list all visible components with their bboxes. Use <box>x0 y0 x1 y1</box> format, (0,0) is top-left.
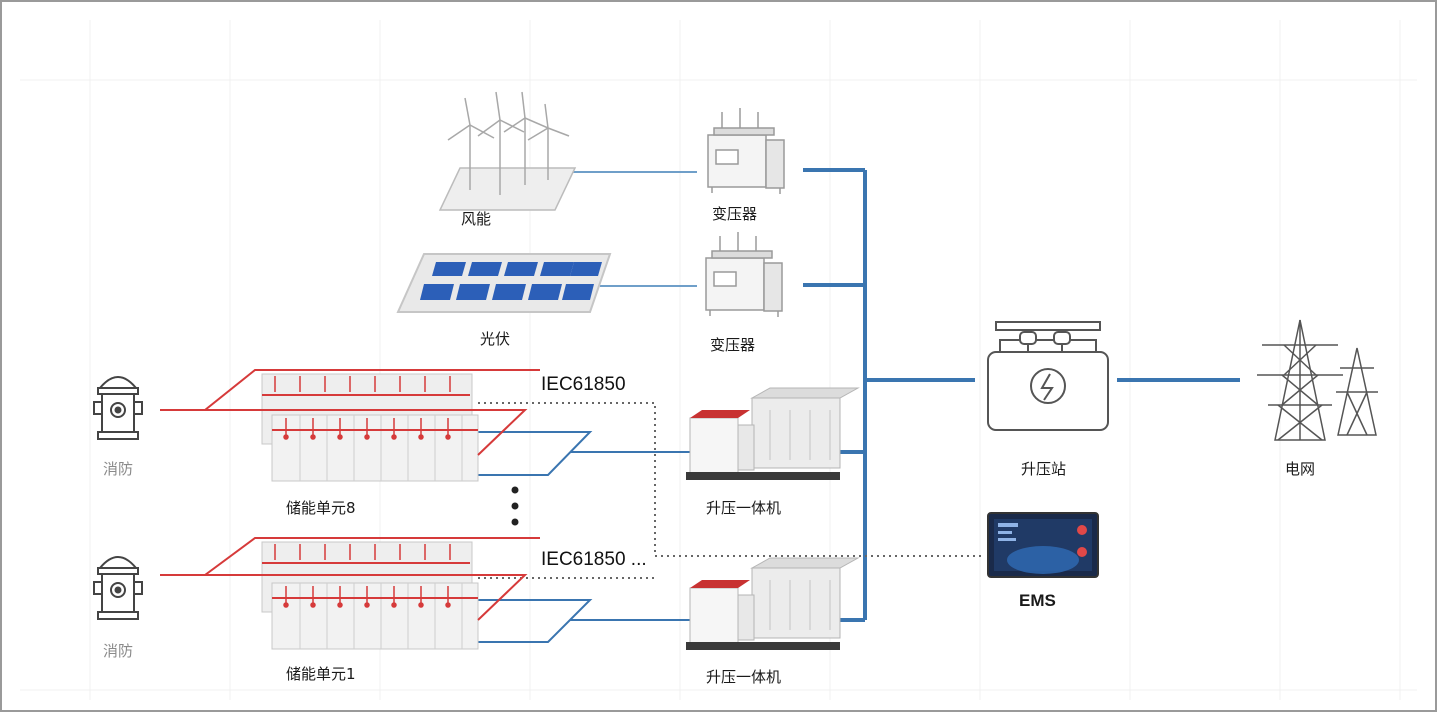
label-transformer-top: 变压器 <box>712 205 758 223</box>
label-protocol-top: IEC61850 <box>541 374 626 395</box>
label-fire-bottom: 消防 <box>103 642 134 660</box>
label-integrated-booster-bottom: 升压一体机 <box>706 668 782 686</box>
label-protocol-bottom: IEC61850 ... <box>541 549 647 570</box>
label-ems: EMS <box>1019 591 1056 610</box>
communication-lines <box>478 402 985 579</box>
integrated-booster-icon-bottom <box>686 557 860 650</box>
fire-hydrant-icon-bottom <box>93 556 143 620</box>
integrated-booster-icon-top <box>686 387 860 480</box>
main-bus <box>803 168 1240 622</box>
label-grid: 电网 <box>1285 460 1316 478</box>
label-boost-station: 升压站 <box>1021 460 1067 478</box>
solar-panel-icon <box>396 253 612 313</box>
label-wind: 风能 <box>461 210 492 228</box>
storage-unit-1-icon <box>160 537 540 650</box>
storage-booster-links <box>478 431 700 643</box>
label-solar: 光伏 <box>480 330 511 348</box>
boost-station-icon <box>987 321 1109 431</box>
transformer-icon-top <box>707 108 785 194</box>
wind-turbine-icon <box>438 91 577 211</box>
label-storage-unit-8: 储能单元8 <box>286 499 356 517</box>
transformer-icon-bottom <box>705 232 783 317</box>
label-transformer-bottom: 变压器 <box>710 336 756 354</box>
ellipsis-dots <box>511 486 519 526</box>
label-fire-top: 消防 <box>103 460 134 478</box>
fire-hydrant-icon-top <box>93 376 143 440</box>
storage-unit-8-icon <box>160 369 540 482</box>
grid-tower-icon <box>1257 319 1378 441</box>
label-storage-unit-1: 储能单元1 <box>286 665 356 683</box>
ems-screen-icon <box>987 512 1099 578</box>
label-integrated-booster-top: 升压一体机 <box>706 499 782 517</box>
background-grid <box>20 20 1417 700</box>
